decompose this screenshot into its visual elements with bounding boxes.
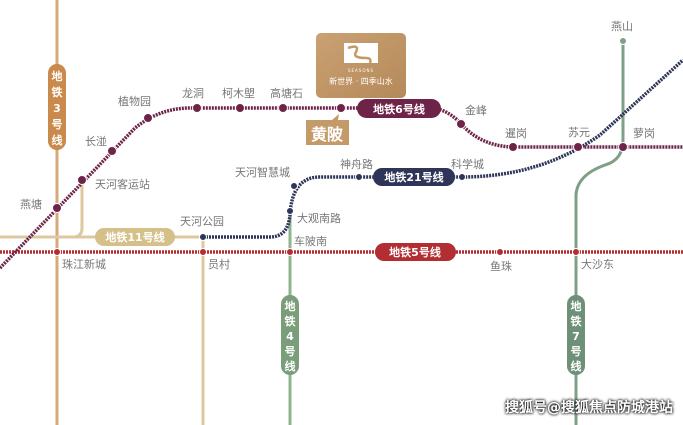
station-marker[interactable]: [290, 182, 298, 190]
line-6: [0, 106, 683, 270]
svg-text:黄陂: 黄陂: [311, 125, 344, 144]
station-marker[interactable]: [143, 113, 153, 123]
station-label: 大观南路: [297, 211, 341, 225]
svg-text:地铁6号线: 地铁6号线: [373, 102, 425, 116]
station-marker[interactable]: [286, 248, 294, 256]
station-label: 燕塘: [20, 197, 42, 211]
svg-text:线: 线: [52, 133, 63, 147]
station-label: 燕山: [611, 20, 633, 33]
station-markers: [52, 103, 628, 213]
station-label: 暹岗: [505, 127, 527, 140]
line-7-pill[interactable]: 地 铁 7 号 线: [567, 295, 585, 375]
line-21-markers: [199, 173, 466, 241]
station-label: 长湴: [85, 134, 107, 148]
station-marker[interactable]: [508, 142, 518, 152]
station-label: 车陂南: [294, 234, 327, 248]
station-label: 萝岗: [633, 127, 655, 140]
svg-text:地铁11号线: 地铁11号线: [105, 230, 164, 244]
station-marker[interactable]: [53, 248, 61, 256]
svg-text:地铁5号线: 地铁5号线: [389, 245, 441, 259]
station-label: 员村: [208, 257, 230, 271]
station-label: 柯木塱: [222, 86, 255, 100]
station-label: 金峰: [465, 103, 487, 117]
svg-text:铁: 铁: [52, 85, 63, 99]
station-label: 苏元: [568, 126, 590, 139]
svg-text:铁: 铁: [571, 314, 582, 328]
station-label: 天河客运站: [95, 177, 150, 191]
station-marker[interactable]: [107, 146, 117, 156]
svg-text:新世界 · 四季山水: 新世界 · 四季山水: [329, 76, 393, 86]
svg-text:号: 号: [285, 345, 296, 358]
station-marker[interactable]: [572, 248, 580, 256]
line-5-markers: [53, 248, 580, 256]
station-label: 科学城: [451, 157, 484, 171]
svg-text:线: 线: [285, 359, 296, 373]
svg-text:地: 地: [52, 69, 63, 83]
line-21: [203, 58, 683, 239]
svg-text:SEASONS: SEASONS: [348, 68, 374, 73]
station-marker[interactable]: [456, 119, 466, 129]
station-marker[interactable]: [278, 103, 288, 113]
svg-text:线: 线: [571, 359, 582, 373]
station-marker[interactable]: [235, 103, 245, 113]
station-label: 植物园: [118, 94, 151, 108]
station-label: 大沙东: [581, 257, 614, 271]
station-marker[interactable]: [336, 103, 346, 113]
station-marker[interactable]: [573, 142, 583, 152]
line-11-pill[interactable]: 地铁11号线: [95, 228, 175, 246]
station-marker[interactable]: [199, 248, 207, 256]
svg-text:4: 4: [286, 330, 294, 343]
svg-text:铁: 铁: [285, 314, 296, 328]
station-label: 高塘石: [270, 86, 303, 100]
svg-text:地: 地: [571, 299, 582, 313]
station-marker[interactable]: [77, 175, 87, 185]
station-label: 珠江新城: [62, 257, 106, 271]
project-logo: SEASONS 新世界 · 四季山水: [316, 33, 406, 98]
station-marker[interactable]: [286, 207, 294, 215]
line-6-pill[interactable]: 地铁6号线: [357, 99, 441, 118]
line-3-pill[interactable]: 地 铁 3 号 线: [48, 64, 66, 150]
station-label: 天河公园: [180, 215, 224, 228]
logo-mark-icon: [344, 43, 378, 63]
station-marker[interactable]: [192, 103, 202, 113]
station-marker[interactable]: [619, 37, 627, 45]
svg-text:号: 号: [571, 345, 582, 358]
station-marker[interactable]: [458, 173, 466, 181]
station-marker[interactable]: [618, 142, 628, 152]
line-11: [0, 180, 205, 425]
station-label: 神舟路: [340, 157, 373, 171]
station-marker[interactable]: [52, 203, 62, 213]
station-marker[interactable]: [355, 173, 363, 181]
svg-text:地铁21号线: 地铁21号线: [384, 170, 443, 184]
station-label: 天河智慧城: [235, 165, 290, 179]
huangbei-callout[interactable]: 黄陂: [306, 114, 349, 145]
station-marker[interactable]: [199, 233, 207, 241]
svg-text:7: 7: [572, 330, 580, 343]
line-21-pill[interactable]: 地铁21号线: [373, 168, 455, 186]
line-5-pill[interactable]: 地铁5号线: [375, 243, 456, 261]
svg-text:地: 地: [285, 299, 296, 313]
watermark: 搜狐号@搜狐焦点防城港站: [505, 400, 673, 416]
station-marker[interactable]: [496, 248, 504, 256]
line-4-pill[interactable]: 地 铁 4 号 线: [281, 295, 299, 375]
svg-text:号: 号: [52, 118, 63, 131]
station-label: 鱼珠: [490, 259, 512, 273]
svg-text:3: 3: [53, 102, 61, 115]
station-label: 龙洞: [182, 87, 204, 100]
